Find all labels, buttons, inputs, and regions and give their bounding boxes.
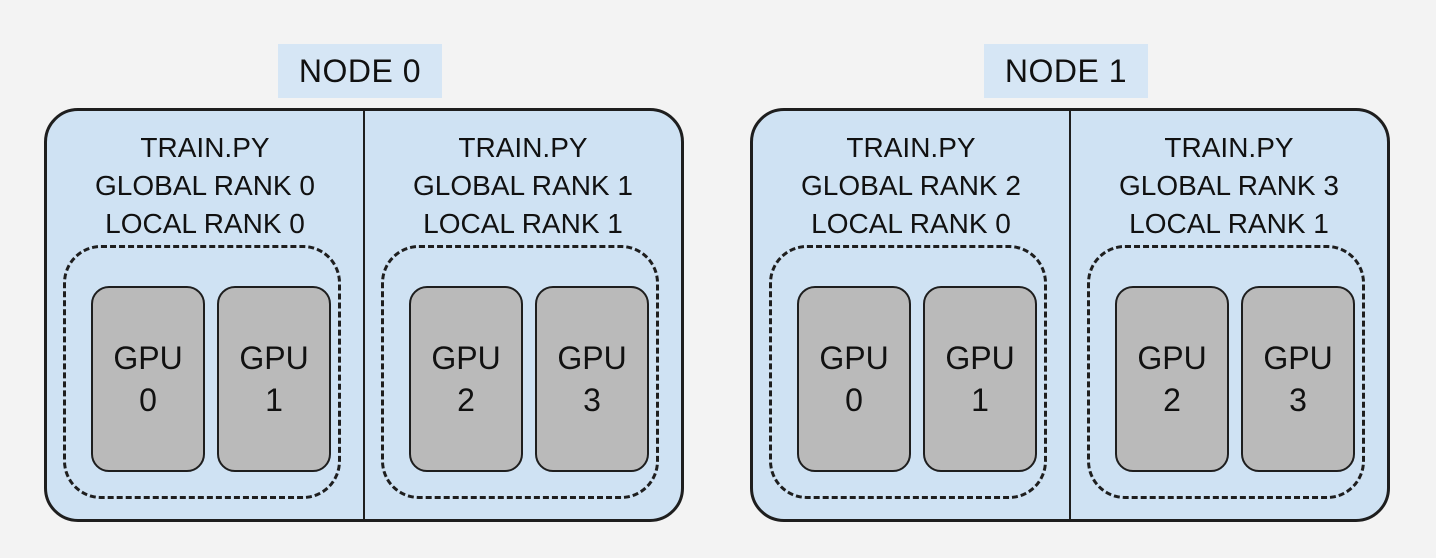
gpu-index: 1 <box>265 382 283 418</box>
local-rank: LOCAL RANK 1 <box>423 208 623 239</box>
node-1-process-0: TRAIN.PY GLOBAL RANK 2 LOCAL RANK 0 GPU … <box>753 111 1069 519</box>
process-info: TRAIN.PY GLOBAL RANK 2 LOCAL RANK 0 <box>753 129 1069 243</box>
gpu-box: GPU 3 <box>535 286 649 472</box>
gpu-group: GPU 2 GPU 3 <box>381 245 659 499</box>
gpu-label: GPU <box>239 340 309 376</box>
node-1-label: NODE 1 <box>984 44 1148 98</box>
gpu-label: GPU <box>431 340 501 376</box>
gpu-box: GPU 0 <box>91 286 205 472</box>
gpu-index: 3 <box>1289 382 1307 418</box>
gpu-index: 0 <box>845 382 863 418</box>
global-rank: GLOBAL RANK 3 <box>1119 170 1339 201</box>
global-rank: GLOBAL RANK 2 <box>801 170 1021 201</box>
script-name: TRAIN.PY <box>140 132 270 163</box>
gpu-label: GPU <box>557 340 627 376</box>
gpu-index: 1 <box>971 382 989 418</box>
global-rank: GLOBAL RANK 1 <box>413 170 633 201</box>
node-1-process-1: TRAIN.PY GLOBAL RANK 3 LOCAL RANK 1 GPU … <box>1069 111 1387 519</box>
script-name: TRAIN.PY <box>458 132 588 163</box>
gpu-box: GPU 1 <box>923 286 1037 472</box>
gpu-box: GPU 2 <box>1115 286 1229 472</box>
process-info: TRAIN.PY GLOBAL RANK 0 LOCAL RANK 0 <box>47 129 363 243</box>
gpu-index: 2 <box>1163 382 1181 418</box>
gpu-index: 3 <box>583 382 601 418</box>
node-0-process-1: TRAIN.PY GLOBAL RANK 1 LOCAL RANK 1 GPU … <box>363 111 681 519</box>
gpu-box: GPU 0 <box>797 286 911 472</box>
local-rank: LOCAL RANK 0 <box>105 208 305 239</box>
script-name: TRAIN.PY <box>846 132 976 163</box>
process-info: TRAIN.PY GLOBAL RANK 1 LOCAL RANK 1 <box>365 129 681 243</box>
gpu-group: GPU 2 GPU 3 <box>1087 245 1365 499</box>
gpu-label: GPU <box>819 340 889 376</box>
gpu-index: 2 <box>457 382 475 418</box>
node-0-label: NODE 0 <box>278 44 442 98</box>
local-rank: LOCAL RANK 1 <box>1129 208 1329 239</box>
node-0-process-0: TRAIN.PY GLOBAL RANK 0 LOCAL RANK 0 GPU … <box>47 111 363 519</box>
node-0-box: TRAIN.PY GLOBAL RANK 0 LOCAL RANK 0 GPU … <box>44 108 684 522</box>
node-1-box: TRAIN.PY GLOBAL RANK 2 LOCAL RANK 0 GPU … <box>750 108 1390 522</box>
local-rank: LOCAL RANK 0 <box>811 208 1011 239</box>
gpu-box: GPU 3 <box>1241 286 1355 472</box>
gpu-index: 0 <box>139 382 157 418</box>
script-name: TRAIN.PY <box>1164 132 1294 163</box>
gpu-box: GPU 2 <box>409 286 523 472</box>
global-rank: GLOBAL RANK 0 <box>95 170 315 201</box>
gpu-label: GPU <box>1137 340 1207 376</box>
process-info: TRAIN.PY GLOBAL RANK 3 LOCAL RANK 1 <box>1071 129 1387 243</box>
gpu-label: GPU <box>1263 340 1333 376</box>
gpu-group: GPU 0 GPU 1 <box>63 245 341 499</box>
gpu-label: GPU <box>945 340 1015 376</box>
gpu-group: GPU 0 GPU 1 <box>769 245 1047 499</box>
gpu-box: GPU 1 <box>217 286 331 472</box>
gpu-label: GPU <box>113 340 183 376</box>
